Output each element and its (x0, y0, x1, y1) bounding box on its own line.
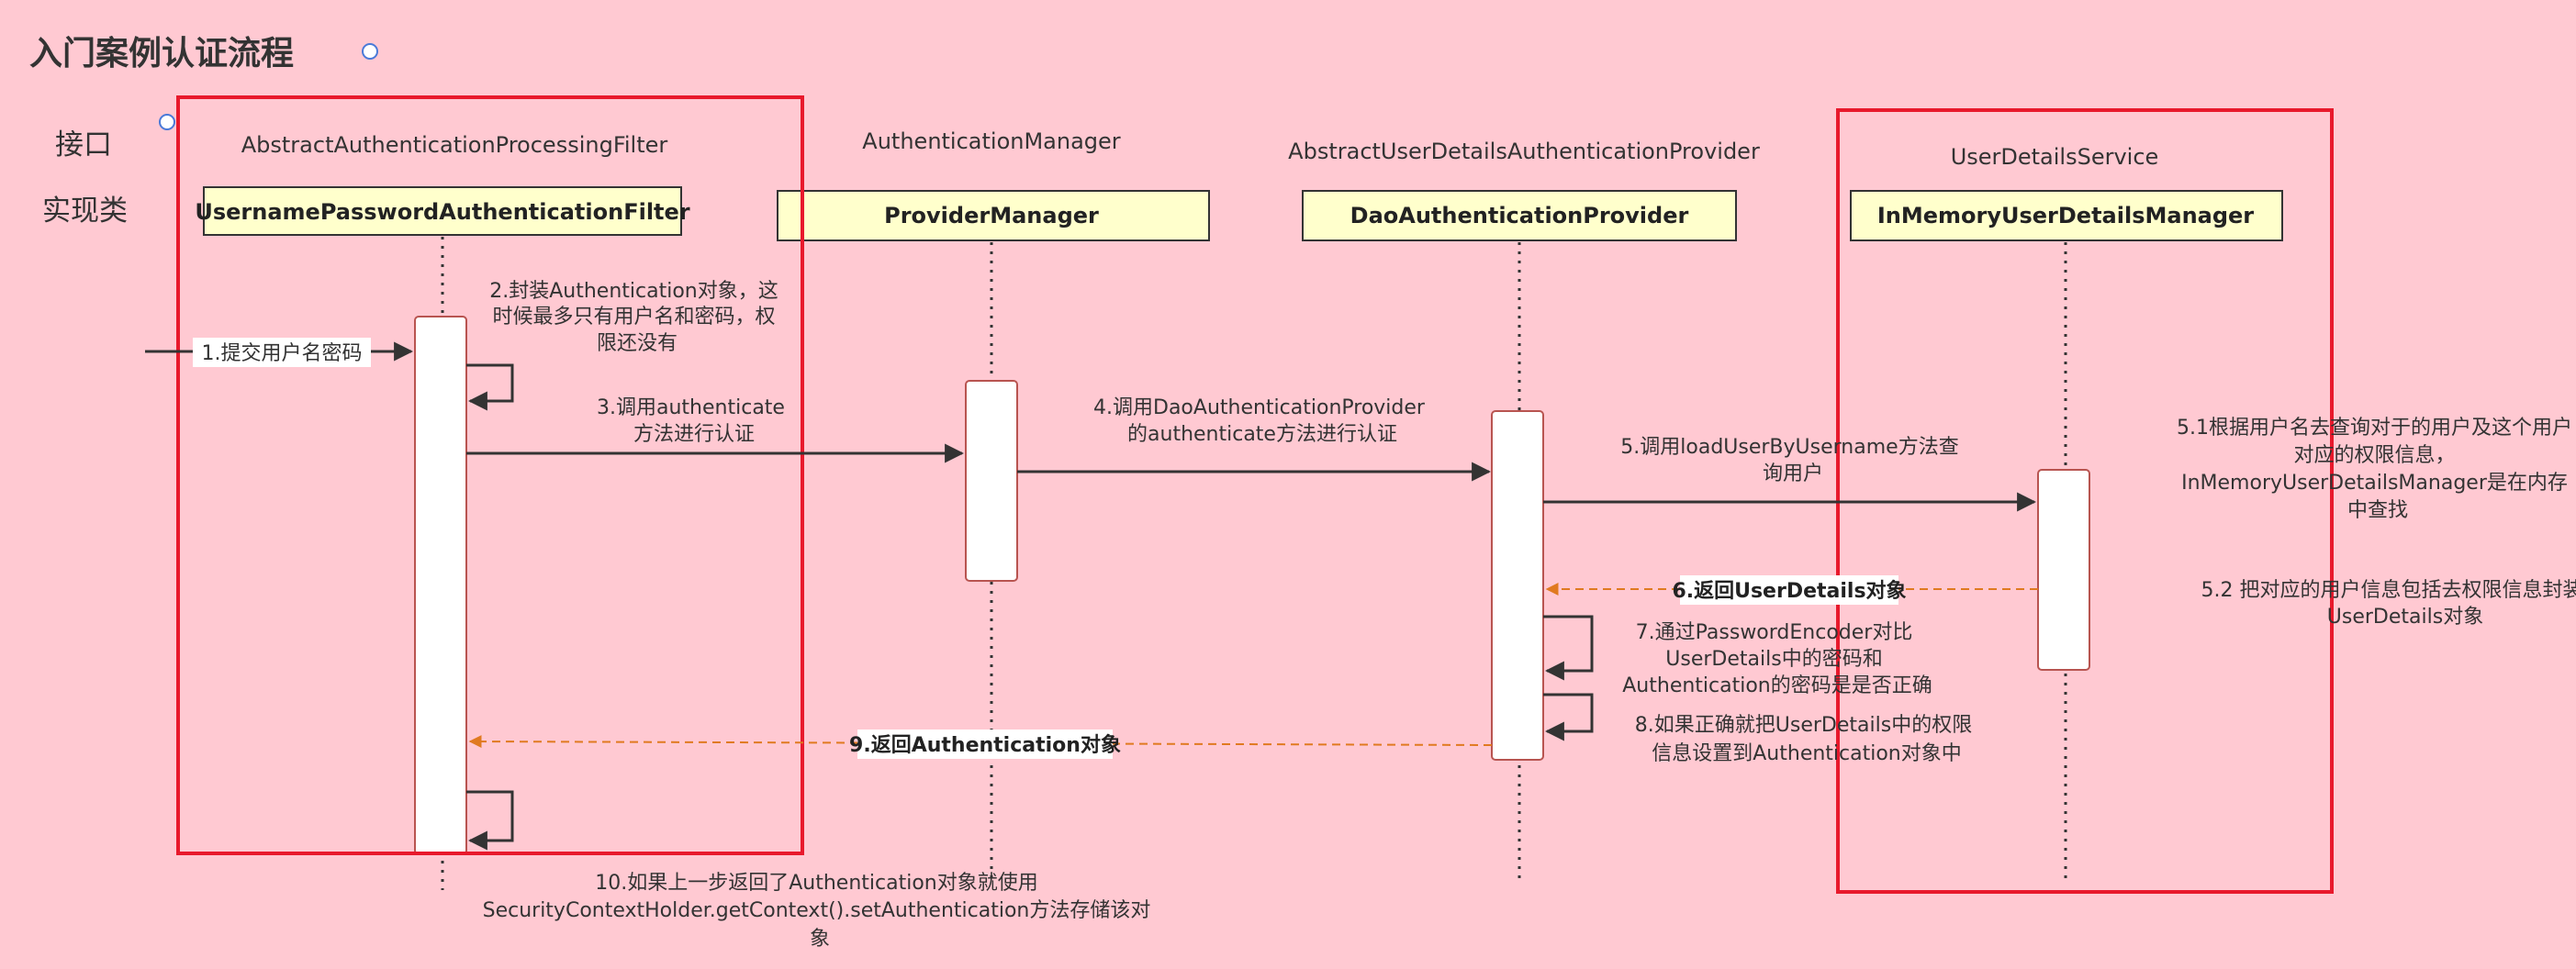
step-5-2-note: 5.2 把对应的用户信息包括去权限信息封装成 UserDetails对象 (2201, 579, 2576, 629)
interface-label-userdetailsservice: UserDetailsService (1951, 144, 2159, 170)
step-5-label: 5.调用loadUserByUsername方法查 询用户 (1620, 436, 1965, 485)
participant-filter[interactable]: UsernamePasswordAuthenticationFilter (195, 186, 690, 236)
return-step-6[interactable]: 6.返回UserDetails对象 (1545, 575, 2038, 605)
interface-label-provider: AbstractUserDetailsAuthenticationProvide… (1288, 139, 1760, 164)
diagram-title: 入门案例认证流程 (29, 35, 294, 72)
step-10-label: 10.如果上一步返回了Authentication对象就使用 SecurityC… (483, 872, 1158, 951)
activation-filter (414, 316, 467, 855)
activation-userdetails-manager (2037, 469, 2090, 671)
connection-handle-icon[interactable] (362, 43, 378, 60)
interface-label-filter: AbstractAuthenticationProcessingFilter (241, 132, 668, 158)
step-4-label: 4.调用DaoAuthenticationProvider 的authentic… (1093, 396, 1431, 446)
message-step-5[interactable]: 5.调用loadUserByUsername方法查 询用户 (1543, 436, 2037, 512)
step-3-label: 3.调用authenticate 方法进行认证 (597, 396, 791, 446)
participant-dao-provider-label: DaoAuthenticationProvider (1350, 203, 1689, 228)
row-label-interface: 接口 (55, 128, 112, 162)
step-5-1-note: 5.1根据用户名去查询对于的用户及这个用户 对应的权限信息， InMemoryU… (2177, 417, 2576, 522)
participant-userdetails-manager-label: InMemoryUserDetailsManager (1877, 203, 2254, 228)
message-step-7[interactable]: 7.通过PasswordEncoder对比 UserDetails中的密码和 A… (1543, 615, 1932, 697)
message-step-8[interactable]: 8.如果正确就把UserDetails中的权限 信息设置到Authenticat… (1543, 693, 1978, 765)
participant-provider-manager[interactable]: ProviderManager (777, 190, 1210, 241)
participant-userdetails-manager[interactable]: InMemoryUserDetailsManager (1850, 190, 2283, 241)
step-1-label: 1.提交用户名密码 (202, 342, 363, 365)
participant-filter-label: UsernamePasswordAuthenticationFilter (195, 199, 689, 225)
step-2-label: 2.封装Authentication对象，这 时候最多只有用户名和密码，权 限还… (489, 280, 785, 355)
row-label-impl: 实现类 (42, 195, 128, 228)
message-step-3[interactable]: 3.调用authenticate 方法进行认证 (466, 396, 965, 463)
connection-handle-icon[interactable] (159, 114, 175, 130)
step-9-label: 9.返回Authentication对象 (849, 733, 1121, 757)
step-7-label: 7.通过PasswordEncoder对比 UserDetails中的密码和 A… (1622, 621, 1932, 697)
participant-dao-provider[interactable]: DaoAuthenticationProvider (1302, 190, 1737, 241)
message-step-1[interactable]: 1.提交用户名密码 (145, 338, 414, 367)
message-step-4[interactable]: 4.调用DaoAuthenticationProvider 的authentic… (1017, 396, 1492, 482)
participant-provider-manager-label: ProviderManager (884, 203, 1099, 228)
message-step-10[interactable]: 10.如果上一步返回了Authentication对象就使用 SecurityC… (466, 790, 1158, 951)
message-step-2[interactable]: 2.封装Authentication对象，这 时候最多只有用户名和密码，权 限还… (466, 280, 785, 411)
step-6-label: 6.返回UserDetails对象 (1672, 579, 1906, 603)
activation-dao-provider (1491, 410, 1544, 761)
activation-provider-manager (965, 380, 1018, 582)
highlight-box-filter (176, 95, 804, 855)
return-step-9[interactable]: 9.返回Authentication对象 (468, 730, 1493, 759)
interface-label-manager: AuthenticationManager (862, 128, 1121, 154)
step-8-label: 8.如果正确就把UserDetails中的权限 信息设置到Authenticat… (1635, 714, 1978, 765)
